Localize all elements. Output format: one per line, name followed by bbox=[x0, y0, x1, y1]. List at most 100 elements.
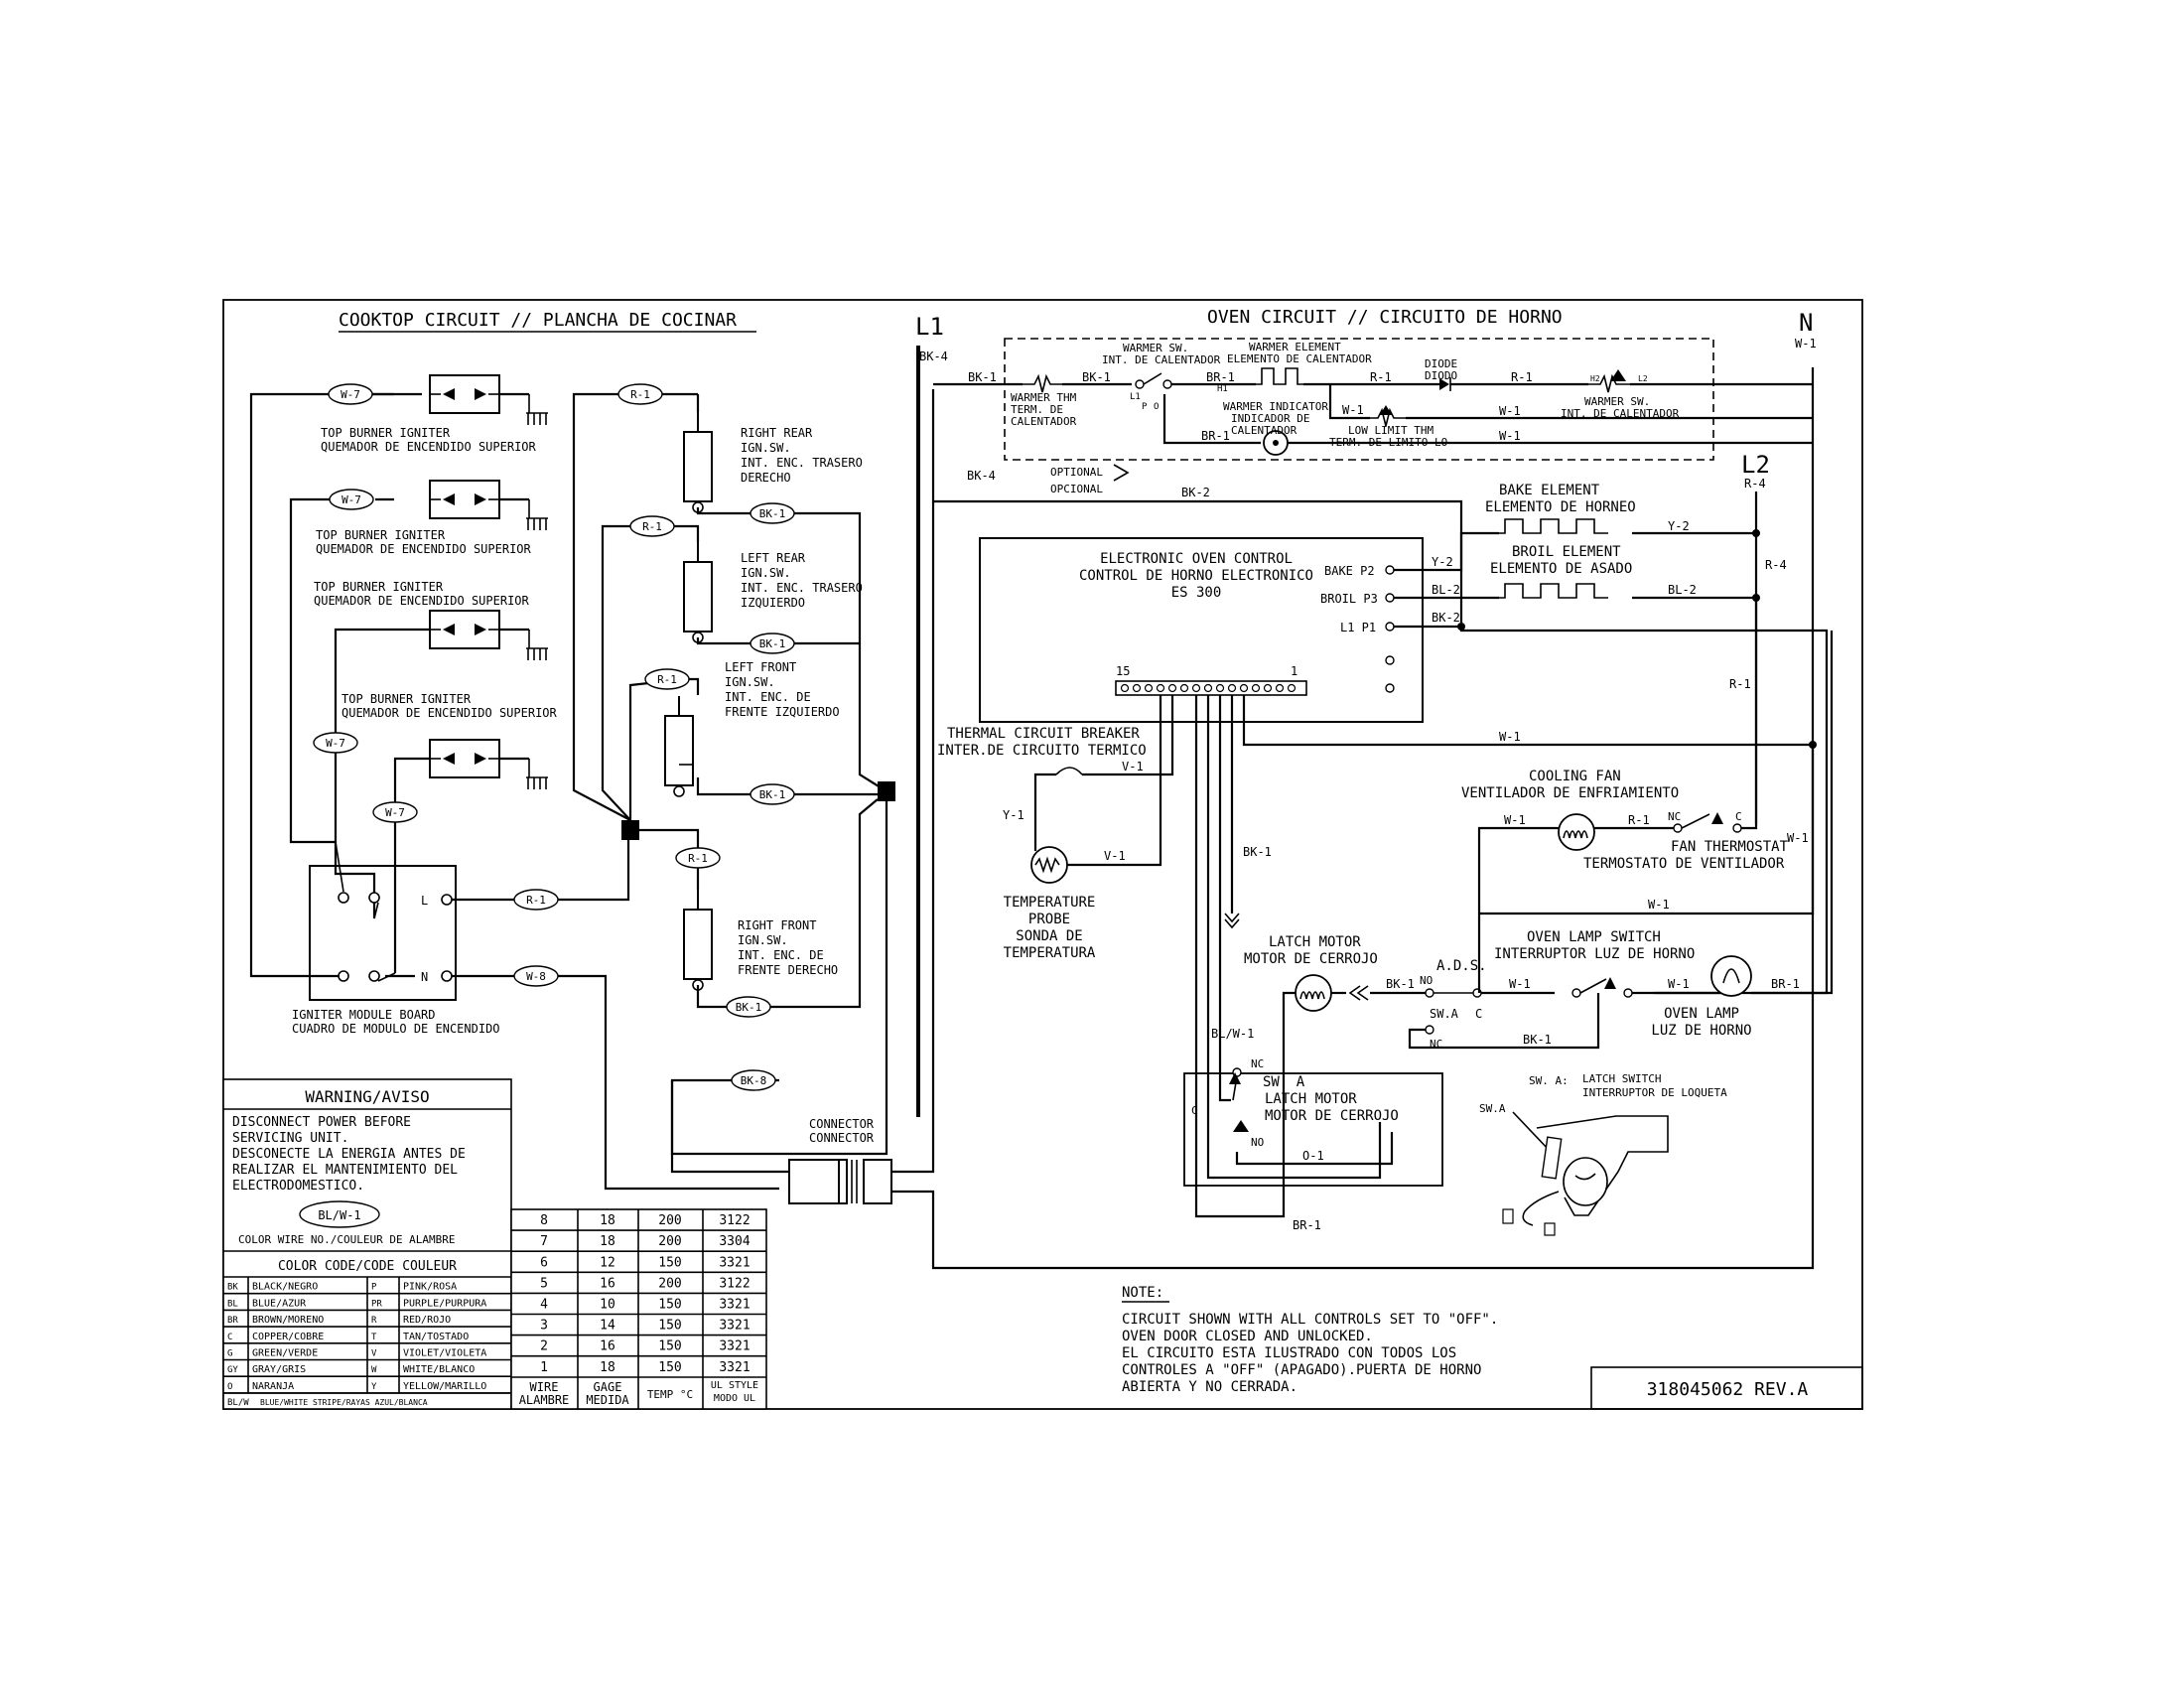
note-block: NOTE: CIRCUIT SHOWN WITH ALL CONTROLS SE… bbox=[1122, 1285, 1498, 1395]
wire-table-cell: 3304 bbox=[719, 1234, 750, 1249]
diagram-label: BL/W-1 bbox=[1211, 1027, 1254, 1041]
diagram-label: LATCH MOTOR bbox=[1269, 934, 1361, 950]
diagram-label: TERM. DE LIMITO LO bbox=[1329, 436, 1447, 449]
wire-table-cell: 3321 bbox=[719, 1298, 750, 1313]
diagram-label: BK-1 bbox=[736, 1001, 762, 1014]
color-code-cell: O bbox=[227, 1382, 232, 1392]
diagram-label: SW. A bbox=[1263, 1074, 1305, 1090]
diagram-label: BK-4 bbox=[919, 350, 948, 363]
diagram-label: FRENTE DERECHO bbox=[738, 963, 838, 977]
diagram-label: LOW LIMIT THM bbox=[1348, 424, 1433, 437]
diagram-label: R-1 bbox=[1729, 677, 1751, 691]
color-code-cell: PR bbox=[371, 1299, 382, 1309]
igniter-1 bbox=[429, 374, 500, 414]
diagram-label: COOLING FAN bbox=[1529, 769, 1621, 784]
wire-table-cell: 8 bbox=[540, 1213, 548, 1228]
ground-icon bbox=[525, 776, 549, 790]
diagram-label: SERVICING UNIT. bbox=[232, 1131, 348, 1146]
diagram-label: BROIL ELEMENT bbox=[1512, 544, 1621, 560]
diagram-label: INTERRUPTOR DE LOQUETA bbox=[1582, 1086, 1727, 1099]
diagram-label: W-7 bbox=[341, 388, 360, 401]
diagram-label: IGN.SW. bbox=[725, 675, 775, 689]
igniter-module-board bbox=[309, 865, 457, 1001]
wire-table-cell: 6 bbox=[540, 1255, 548, 1270]
diagram-label: MEDIDA bbox=[586, 1393, 629, 1407]
diagram-label: LATCH MOTOR bbox=[1265, 1091, 1357, 1107]
diagram-label: R-1 bbox=[526, 894, 546, 907]
cooktop-circuit: TOP BURNER IGNITER QUEMADOR DE ENCENDIDO… bbox=[249, 374, 895, 1191]
wire-table-cell: 150 bbox=[658, 1319, 681, 1334]
oven-title: OVEN CIRCUIT // CIRCUITO DE HORNO bbox=[1207, 307, 1563, 328]
wire-table-cell: 150 bbox=[658, 1339, 681, 1354]
color-code-cell: W bbox=[371, 1365, 377, 1375]
latch-assembly-illustration bbox=[1502, 1111, 1669, 1236]
diagram-label: C bbox=[1191, 1104, 1198, 1117]
wire-table-cell: 12 bbox=[600, 1255, 615, 1270]
part-number-box bbox=[1590, 1366, 1863, 1410]
diagram-label: C bbox=[1475, 1007, 1482, 1021]
diagram-label: R-1 bbox=[657, 673, 677, 686]
wire-table-cell: 3321 bbox=[719, 1339, 750, 1354]
color-code-table bbox=[247, 1277, 400, 1393]
diagram-label: UL STYLE bbox=[711, 1380, 758, 1391]
color-code-cell: BLUE/AZUR bbox=[252, 1298, 307, 1309]
color-code-cell: V bbox=[371, 1349, 377, 1359]
diagram-label: CONNECTOR bbox=[809, 1117, 875, 1131]
diagram-label: ELEMENTO DE ASADO bbox=[1490, 561, 1632, 577]
diagram-label: W-1 bbox=[1499, 404, 1521, 418]
diagram-label: SONDA DE bbox=[1016, 928, 1082, 944]
color-code-cell: R bbox=[371, 1316, 377, 1326]
l1-label: L1 bbox=[915, 313, 944, 341]
color-code-cell: G bbox=[227, 1349, 232, 1359]
diagram-label: DIODE bbox=[1425, 357, 1457, 370]
diagram-label: BLUE/WHITE STRIPE/RAYAS AZUL/BLANCA bbox=[260, 1398, 428, 1407]
diagram-label: QUEMADOR DE ENCENDIDO SUPERIOR bbox=[316, 542, 532, 556]
diagram-label: INTER.DE CIRCUITO TERMICO bbox=[937, 743, 1147, 759]
color-code-cell: WHITE/BLANCO bbox=[403, 1364, 475, 1375]
diagram-label: W-1 bbox=[1499, 429, 1521, 443]
oven-lamp bbox=[1710, 955, 1752, 997]
connector: CONNECTOR CONNECTOR bbox=[788, 389, 1815, 1270]
diagram-label: CUADRO DE MODULO DE ENCENDIDO bbox=[292, 1022, 500, 1036]
part-number: 318045062 REV.A bbox=[1647, 1379, 1809, 1400]
diagram-label: INT. DE CALENTADOR bbox=[1561, 407, 1680, 420]
diagram-label: V-1 bbox=[1104, 849, 1126, 863]
ground-icon bbox=[525, 647, 549, 661]
diagram-label: CONNECTOR bbox=[809, 1131, 875, 1145]
diagram-label: BK-8 bbox=[741, 1074, 767, 1087]
diagram-label: INT. ENC. TRASERO bbox=[741, 456, 863, 470]
latch-motor bbox=[1295, 974, 1332, 1012]
diagram-label: INT. ENC. DE bbox=[738, 948, 824, 962]
diagram-label: Y-2 bbox=[1432, 555, 1453, 569]
diagram-label: TEMP °C bbox=[647, 1388, 693, 1401]
diagram-label: TEMPERATURA bbox=[1004, 945, 1096, 961]
diagram-label: LUZ DE HORNO bbox=[1651, 1023, 1751, 1039]
diagram-label: MODO UL bbox=[714, 1393, 755, 1404]
diagram-label: LEFT REAR bbox=[741, 551, 806, 565]
diagram-label: NO bbox=[1251, 1136, 1264, 1149]
color-code-cell: PINK/ROSA bbox=[403, 1282, 457, 1293]
thermal-breaker bbox=[1055, 767, 1083, 775]
diagram-label: COLOR WIRE NO./COULEUR DE ALAMBRE bbox=[238, 1233, 456, 1246]
color-code-cell: BROWN/MORENO bbox=[252, 1315, 324, 1326]
diagram-label: R-1 bbox=[1511, 370, 1533, 384]
diagram-label: EL CIRCUITO ESTA ILUSTRADO CON TODOS LOS bbox=[1122, 1345, 1456, 1361]
diagram-label: BK-1 bbox=[1082, 370, 1111, 384]
diagram-label: NC bbox=[1668, 810, 1681, 823]
color-code-cell: TAN/TOSTADO bbox=[403, 1332, 469, 1342]
diagram-label: W-1 bbox=[1795, 337, 1817, 351]
diagram-label: W-1 bbox=[1504, 813, 1526, 827]
diagram-label: MOTOR DE CERROJO bbox=[1265, 1108, 1399, 1124]
diagram-label: TOP BURNER IGNITER bbox=[316, 528, 446, 542]
diagram-label: W-1 bbox=[1787, 831, 1809, 845]
color-code-cell: RED/ROJO bbox=[403, 1315, 451, 1326]
diagram-label: L1 bbox=[1130, 392, 1141, 402]
diagram-frame bbox=[222, 299, 1863, 1410]
diagram-label: TEMPERATURE bbox=[1004, 895, 1096, 911]
diagram-label: WARNING/AVISO bbox=[305, 1087, 429, 1106]
diagram-label: MOTOR DE CERROJO bbox=[1244, 951, 1378, 967]
diagram-label: BK-1 bbox=[759, 507, 786, 520]
diagram-label: P bbox=[1142, 402, 1148, 412]
right-rear-ign-switch bbox=[683, 411, 713, 513]
diagram-label: A.D.S. bbox=[1436, 958, 1487, 974]
